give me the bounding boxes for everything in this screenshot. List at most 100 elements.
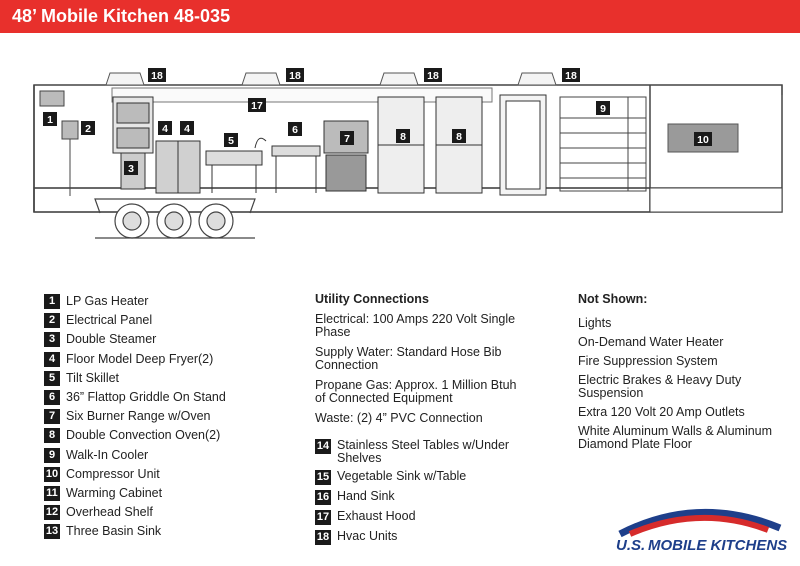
callout-badge: 4: [180, 121, 194, 135]
callout-badge: 18: [424, 68, 442, 82]
callout-number: 18: [151, 70, 163, 82]
legend-item: 10 Compressor Unit: [44, 465, 226, 484]
electrical-panel: [61, 120, 79, 140]
callout-number: 6: [292, 124, 298, 136]
logo-us-text: U.S.: [616, 537, 645, 554]
utility-connections: Utility Connections Electrical: 100 Amps…: [315, 290, 525, 550]
legend-number-badge: 10: [44, 466, 60, 482]
legend-number-badge: 6: [44, 389, 60, 405]
not-shown-item: Lights: [578, 316, 612, 330]
callout-badge-bg: [158, 121, 172, 135]
legend-label: Compressor Unit: [66, 466, 160, 481]
legend-label: Hvac Units: [337, 529, 398, 543]
legend-label: Double Convection Oven(2): [66, 428, 221, 443]
callout-badge: 7: [340, 131, 354, 145]
callout-badge: 8: [452, 129, 466, 143]
callout-badge-bg: [562, 68, 580, 82]
legend-number-badge: 14: [315, 439, 331, 454]
callout-badge-bg: [452, 129, 466, 143]
callout-number: 4: [184, 123, 190, 135]
legend-label: Electrical Panel: [66, 313, 153, 328]
trailer-wheels: [94, 198, 256, 239]
callout-number: 4: [162, 123, 168, 135]
callout-badge: 9: [596, 101, 610, 115]
legend-label: Hand Sink: [337, 489, 395, 503]
callout-badge: 18: [148, 68, 166, 82]
callout-number: 18: [289, 70, 301, 82]
legend-number-badge: 18: [315, 530, 331, 545]
not-shown-item: White Aluminum Walls & Aluminum Diamond …: [578, 424, 773, 451]
utility-item: Supply Water: Standard Hose Bib Connecti…: [315, 345, 502, 372]
callout-badge-bg: [694, 132, 712, 146]
legend-item: 8 Double Convection Oven(2): [44, 426, 226, 445]
legend-label: Vegetable Sink w/Table: [337, 469, 467, 483]
legend-number-badge: 8: [44, 428, 60, 444]
legend-label: Walk-In Cooler: [66, 447, 149, 462]
callout-badge: 18: [562, 68, 580, 82]
legend-label: Double Steamer: [66, 332, 157, 347]
callout-number: 18: [427, 70, 439, 82]
legend-number-badge: 1: [44, 294, 60, 309]
legend-label: Floor Model Deep Fryer(2): [66, 351, 214, 366]
legend-number-badge: 17: [315, 510, 331, 525]
legend-number-badge: 13: [44, 524, 60, 540]
callout-badge: 5: [224, 133, 238, 147]
callout-number: 7: [344, 133, 350, 145]
legend-label: 36” Flattop Griddle On Stand: [66, 389, 226, 404]
callout-badge: 3: [124, 161, 138, 175]
not-shown-heading: Not Shown:: [578, 292, 648, 306]
legend-item: 15 Vegetable Sink w/Table: [315, 470, 525, 485]
callout-badge-bg: [596, 101, 610, 115]
callout-badge: 4: [158, 121, 172, 135]
legend-number-badge: 9: [44, 447, 60, 463]
callout-badge: 2: [81, 121, 95, 135]
lp-gas-heater: [39, 90, 65, 107]
logo-brand-text: MOBILE KITCHENS: [648, 537, 787, 554]
callout-badge-bg: [148, 68, 166, 82]
legend-number-badge: 2: [44, 313, 60, 329]
legend-label: Overhead Shelf: [66, 505, 153, 520]
callout-badge-bg: [288, 122, 302, 136]
not-shown-item: Extra 120 Volt 20 Amp Outlets: [578, 405, 745, 419]
legend-item: 17 Exhaust Hood: [315, 510, 525, 525]
callout-badge-bg: [224, 133, 238, 147]
legend-label: Exhaust Hood: [337, 509, 416, 523]
callout-badge-bg: [340, 131, 354, 145]
legend-number-badge: 5: [44, 370, 60, 386]
callout-number: 3: [128, 163, 134, 175]
legend-item: 2 Electrical Panel: [44, 311, 226, 330]
double-steamer: [112, 96, 154, 190]
legend-item: 14 Stainless Steel Tables w/Under Shelves: [315, 439, 525, 465]
callout-badge-bg: [180, 121, 194, 135]
callout-number: 1: [47, 114, 53, 126]
legend-label: Six Burner Range w/Oven: [66, 409, 211, 424]
callout-number: 5: [228, 135, 234, 147]
callout-badge-bg: [424, 68, 442, 82]
legend-number-badge: 15: [315, 470, 331, 485]
company-logo: U.S. MOBILE KITCHENS: [616, 508, 787, 554]
callout-number: 17: [251, 100, 263, 112]
callout-badge-bg: [396, 129, 410, 143]
not-shown-item: On-Demand Water Heater: [578, 335, 724, 349]
legend-label: Tilt Skillet: [66, 370, 120, 385]
legend-label: Stainless Steel Tables w/Under Shelves: [337, 438, 510, 465]
legend-number-badge: 11: [44, 485, 60, 501]
callout-number: 18: [565, 70, 577, 82]
callout-badge-bg: [124, 161, 138, 175]
legend-item: 9 Walk-In Cooler: [44, 446, 226, 465]
callout-number: 2: [85, 123, 91, 135]
griddle: [271, 145, 321, 193]
callout-badge: 17: [248, 98, 266, 112]
walk-in-cooler: [559, 96, 647, 192]
